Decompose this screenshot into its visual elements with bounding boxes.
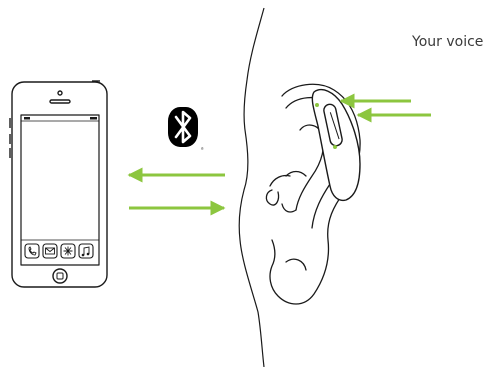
bluetooth-icon: ® <box>168 107 204 151</box>
svg-text:®: ® <box>201 147 204 151</box>
hearing-aid-icon <box>312 90 360 201</box>
voice-label: Your voice <box>412 34 483 50</box>
phone-app-icon <box>25 244 39 258</box>
mail-app-icon <box>43 244 57 258</box>
face-profile-outline <box>239 8 264 367</box>
music-app-icon <box>79 244 93 258</box>
sync-app-icon <box>61 244 75 258</box>
